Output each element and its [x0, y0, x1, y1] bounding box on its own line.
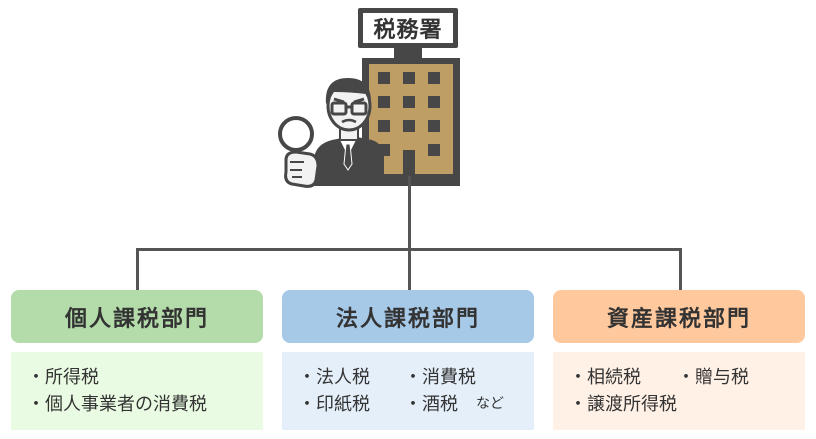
dept-hojin-taxes: ・法人税 ・消費税 ・印紙税 ・酒税 など [282, 352, 534, 430]
tax-item: ・個人事業者の消費税 [27, 394, 207, 415]
tax-item: ・法人税 [298, 367, 370, 388]
tax-item: ・譲渡所得税 [569, 394, 677, 415]
sign-post [394, 48, 422, 58]
tax-item: ・贈与税 [677, 367, 749, 388]
branch-center [408, 248, 411, 290]
tax-item: ・相続税 [569, 367, 641, 388]
branch-left [136, 248, 139, 290]
dept-shisan-title: 資産課税部門 [553, 290, 805, 343]
dept-kojin-title: 個人課税部門 [11, 290, 263, 343]
dept-shisan-taxes: ・相続税 ・贈与税 ・譲渡所得税 [553, 352, 805, 430]
tax-item: ・所得税 [27, 367, 99, 388]
branch-right [679, 248, 682, 290]
dept-kojin-taxes: ・所得税 ・個人事業者の消費税 [11, 352, 263, 430]
tax-office-building-icon [278, 58, 460, 188]
dept-hojin-title: 法人課税部門 [282, 290, 534, 343]
inspector-icon [278, 78, 384, 188]
tax-item: ・酒税 [404, 394, 458, 415]
etc-label: など [476, 396, 504, 412]
tax-office-sign-label: 税務署 [363, 13, 453, 43]
trunk-line [408, 176, 411, 250]
tax-office-sign: 税務署 [358, 8, 458, 48]
tax-item: ・印紙税 [298, 394, 370, 415]
tax-item: ・消費税 [404, 367, 476, 388]
